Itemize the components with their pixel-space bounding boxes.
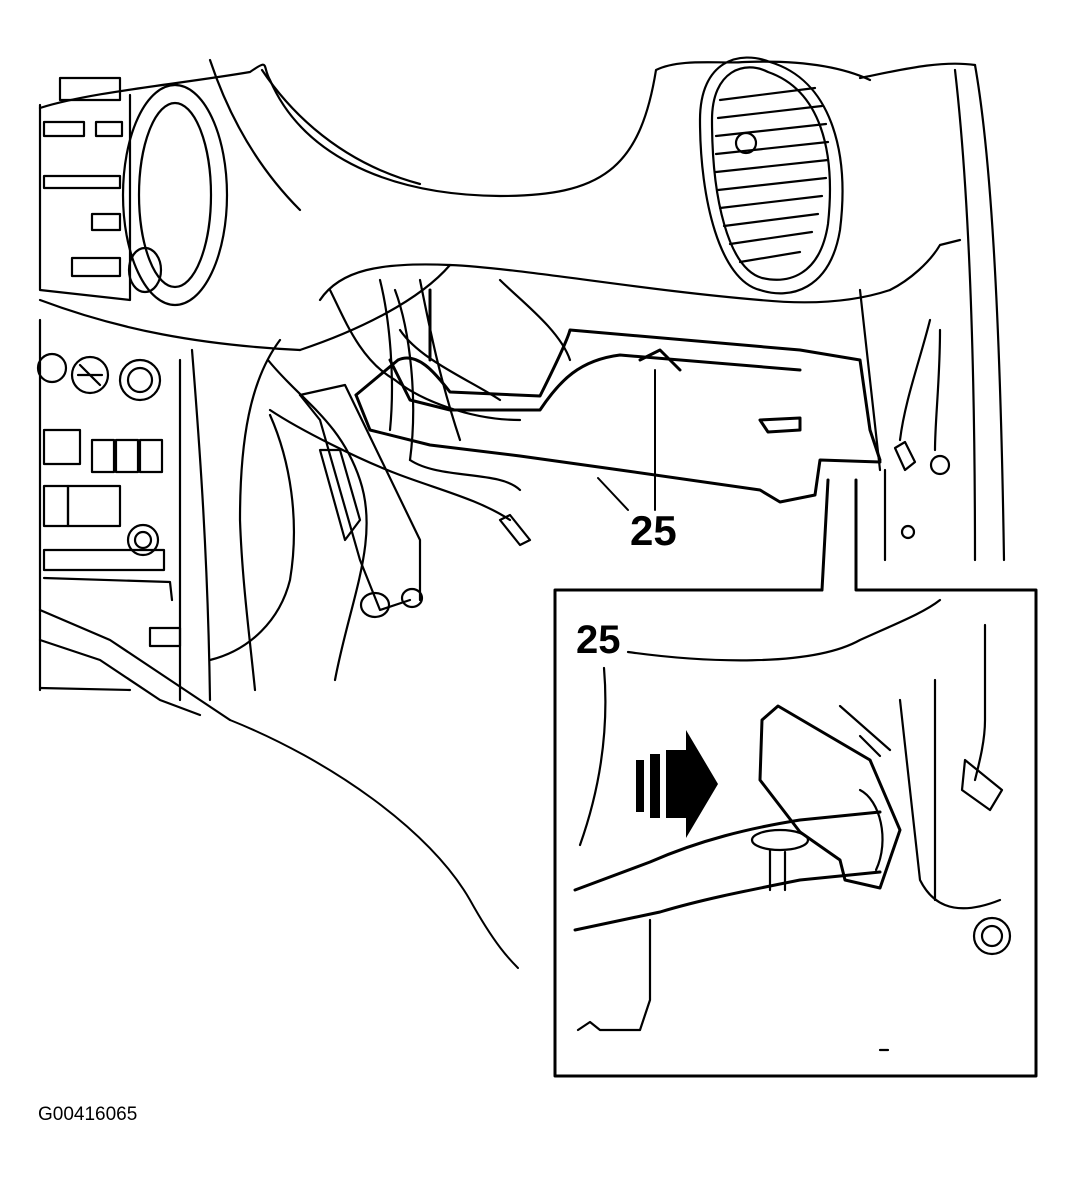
callout-label-inset: 25 <box>576 618 621 662</box>
callout-label-main: 25 <box>630 507 677 554</box>
ground-studs <box>858 288 951 562</box>
dashboard-top <box>38 58 1006 562</box>
center-air-vent <box>698 56 844 295</box>
detail-inset <box>553 478 1038 1078</box>
inset-drawing <box>573 598 1012 1052</box>
callout-leader-main-2 <box>597 477 629 511</box>
figure-id: G00416065 <box>38 1104 138 1125</box>
cross-member-bracket <box>354 288 882 504</box>
instrument-cluster <box>38 76 229 307</box>
lower-dash-curve <box>229 719 519 969</box>
wiring-harness <box>38 278 532 722</box>
center-console <box>36 318 212 702</box>
arrow-right-icon <box>636 730 718 838</box>
